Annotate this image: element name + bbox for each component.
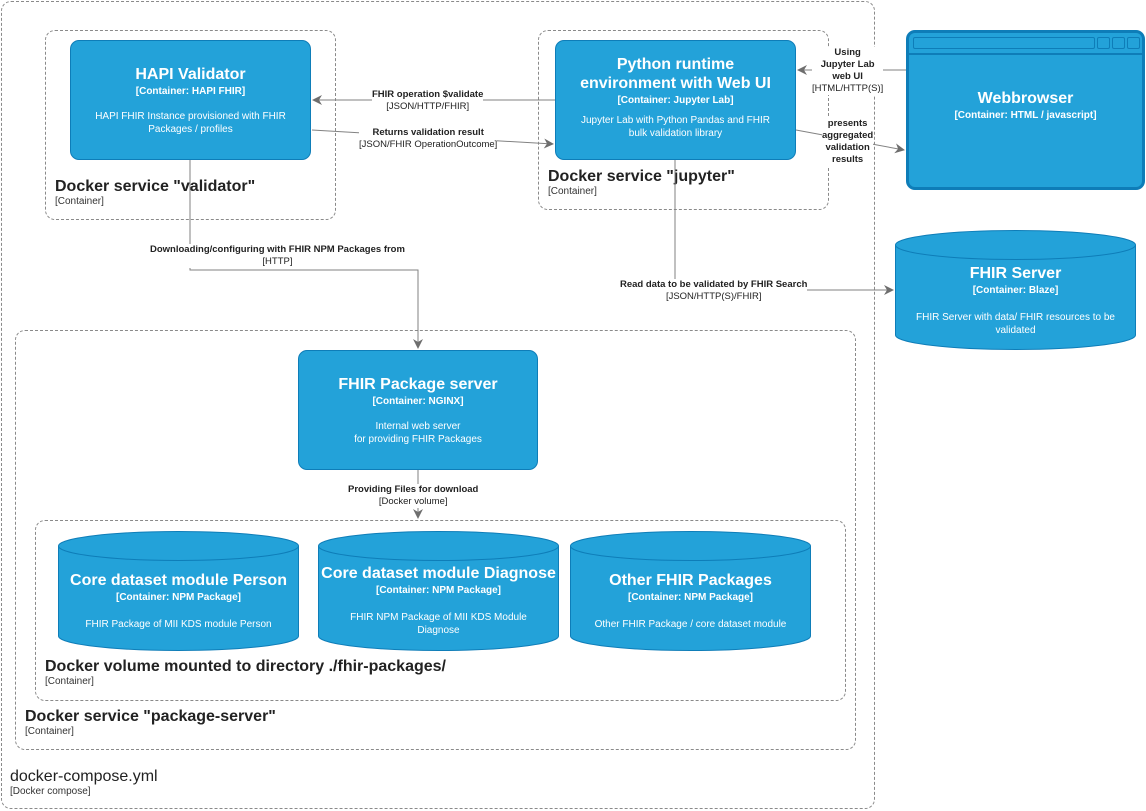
diagnose-package-text: Core dataset module Diagnose [Container:… [318, 565, 559, 637]
downloading-edge [189, 160, 423, 349]
webbrowser-text: Webbrowser [Container: HTML / javascript… [909, 89, 1142, 121]
validate-edge-label: FHIR operation $validate [JSON/HTTP/FHIR… [372, 89, 484, 113]
fhir-server-cylinder-shape [895, 230, 1136, 350]
downloading-edge-label: Downloading/configuring with FHIR NPM Pa… [150, 244, 405, 268]
diagnose-package-title: Core dataset module Diagnose [321, 565, 556, 582]
read-edge-label: Read data to be validated by FHIR Search… [620, 279, 808, 303]
fhir-server-description: FHIR Server with data/ FHIR resources to… [916, 312, 1115, 336]
read-edge [674, 160, 894, 295]
python-runtime-title: Python runtime environment with Web UI [580, 56, 771, 92]
compose-boundary-title: docker-compose.yml [10, 768, 158, 785]
presents-label-l3: validation [825, 142, 870, 153]
presents-edge-label: presents aggregated validation results [822, 118, 874, 166]
python-runtime-type: [Container: Jupyter Lab] [617, 95, 734, 106]
other-packages-text: Other FHIR Packages [Container: NPM Pack… [570, 572, 811, 631]
package-server-boundary-title: Docker service "package-server" [25, 708, 276, 725]
returns-edge-label: Returns validation result [JSON/FHIR Ope… [359, 127, 498, 151]
hapi-validator-description: HAPI FHIR Instance provisioned with FHIR… [95, 111, 286, 135]
jupyter-boundary-label: Docker service "jupyter" [Container] [548, 168, 735, 197]
browser-minimize-icon [1097, 37, 1110, 49]
presents-label-l1: presents [827, 118, 868, 129]
hapi-validator-container[interactable]: HAPI Validator [Container: HAPI FHIR] HA… [70, 40, 311, 160]
volume-boundary [35, 520, 846, 701]
compose-boundary-label: docker-compose.yml [Docker compose] [10, 768, 158, 797]
returns-label-tech: [JSON/FHIR OperationOutcome] [359, 139, 498, 150]
presents-label-l2: aggregated [822, 130, 874, 141]
providing-label-tech: [Docker volume] [378, 496, 448, 507]
providing-label-text: Providing Files for download [348, 484, 479, 495]
person-package-type: [Container: NPM Package] [115, 592, 242, 603]
browser-close-icon [1127, 37, 1140, 49]
browser-titlebar [909, 33, 1142, 55]
using-edge-label: Using Jupyter Lab web UI [HTML/HTTP(S)] [812, 47, 884, 95]
validate-label-text: FHIR operation $validate [372, 89, 484, 100]
using-label-tech: [HTML/HTTP(S)] [812, 83, 884, 94]
person-package-database[interactable]: Core dataset module Person [Container: N… [58, 531, 299, 651]
fhir-server-database[interactable]: FHIR Server [Container: Blaze] FHIR Serv… [895, 230, 1136, 350]
other-packages-description: Other FHIR Package / core dataset module [594, 619, 787, 630]
hapi-validator-title: HAPI Validator [135, 66, 246, 83]
package-server-title: FHIR Package server [338, 376, 498, 393]
other-packages-cylinder-shape [570, 531, 811, 651]
fhir-server-text: FHIR Server [Container: Blaze] FHIR Serv… [895, 265, 1136, 337]
person-package-description: FHIR Package of MII KDS module Person [85, 619, 272, 630]
person-package-text: Core dataset module Person [Container: N… [58, 572, 299, 631]
fhir-server-type: [Container: Blaze] [972, 285, 1059, 296]
volume-boundary-type: [Container] [45, 676, 94, 687]
package-server-boundary [15, 330, 856, 750]
read-label-text: Read data to be validated by FHIR Search [620, 279, 808, 290]
validate-label-tech: [JSON/HTTP/FHIR] [386, 101, 470, 112]
package-server-description-line1: Internal web server [375, 421, 461, 432]
package-server-boundary-type: [Container] [25, 726, 74, 737]
other-packages-database[interactable]: Other FHIR Packages [Container: NPM Pack… [570, 531, 811, 651]
jupyter-boundary-title: Docker service "jupyter" [548, 168, 735, 185]
diagnose-package-cylinder-shape [318, 531, 559, 651]
compose-boundary-type: [Docker compose] [10, 786, 91, 797]
webbrowser-type: [Container: HTML / javascript] [954, 110, 1097, 121]
diagnose-package-type: [Container: NPM Package] [375, 585, 502, 596]
diagnose-package-database[interactable]: Core dataset module Diagnose [Container:… [318, 531, 559, 651]
downloading-label-tech: [HTTP] [262, 256, 293, 267]
person-package-title: Core dataset module Person [70, 572, 287, 589]
person-package-cylinder-shape [58, 531, 299, 651]
package-server-container[interactable]: FHIR Package server [Container: NGINX] I… [298, 350, 538, 470]
package-server-description-line2: for providing FHIR Packages [354, 434, 482, 445]
validator-boundary-label: Docker service "validator" [Container] [55, 178, 255, 207]
returns-label-text: Returns validation result [372, 127, 484, 138]
package-server-boundary-label: Docker service "package-server" [Contain… [25, 708, 276, 737]
validator-boundary-type: [Container] [55, 196, 104, 207]
browser-maximize-icon [1112, 37, 1125, 49]
compose-boundary [1, 1, 875, 809]
validator-boundary-title: Docker service "validator" [55, 178, 256, 195]
webbrowser-title: Webbrowser [977, 90, 1074, 107]
package-server-type: [Container: NGINX] [372, 396, 464, 407]
using-label-l2: Jupyter Lab [820, 59, 875, 70]
other-packages-title: Other FHIR Packages [609, 572, 772, 589]
volume-boundary-title: Docker volume mounted to directory ./fhi… [45, 658, 446, 675]
using-label-l1: Using [834, 47, 861, 58]
read-label-tech: [JSON/HTTP(S)/FHIR] [665, 291, 762, 302]
fhir-server-title: FHIR Server [969, 265, 1062, 282]
providing-edge-label: Providing Files for download [Docker vol… [348, 484, 479, 508]
other-packages-type: [Container: NPM Package] [627, 592, 754, 603]
using-label-l3: web UI [832, 71, 863, 82]
volume-boundary-label: Docker volume mounted to directory ./fhi… [45, 658, 446, 687]
webbrowser-container[interactable]: Webbrowser [Container: HTML / javascript… [906, 30, 1145, 190]
python-runtime-description: Jupyter Lab with Python Pandas and FHIR … [581, 115, 770, 139]
downloading-label-text: Downloading/configuring with FHIR NPM Pa… [150, 244, 405, 255]
diagnose-package-description: FHIR NPM Package of MII KDS Module Diagn… [350, 612, 527, 636]
browser-addressbar [913, 37, 1095, 49]
hapi-validator-type: [Container: HAPI FHIR] [135, 86, 246, 97]
jupyter-boundary-type: [Container] [548, 186, 597, 197]
python-runtime-container[interactable]: Python runtime environment with Web UI [… [555, 40, 796, 160]
presents-label-l4: results [832, 154, 864, 165]
